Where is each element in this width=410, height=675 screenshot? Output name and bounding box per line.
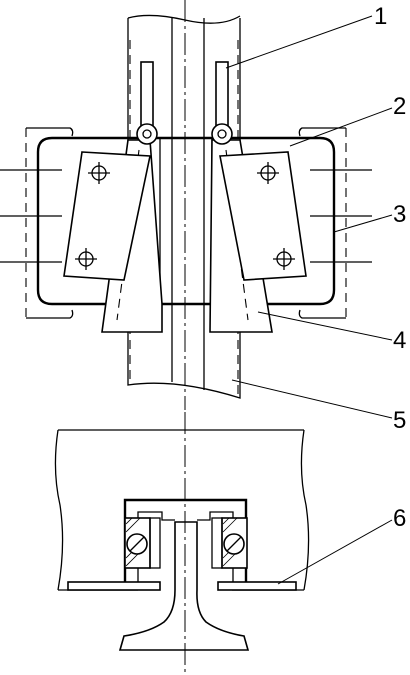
label-5: 5 bbox=[393, 407, 406, 434]
pull-rods bbox=[136, 61, 233, 145]
frame-brackets bbox=[0, 127, 372, 319]
label-3: 3 bbox=[393, 201, 406, 228]
leader-lines bbox=[225, 15, 393, 585]
label-4: 4 bbox=[393, 327, 406, 354]
part-labels: 1 2 3 4 5 6 bbox=[374, 3, 406, 532]
label-6: 6 bbox=[393, 505, 406, 532]
shoe-pads bbox=[63, 151, 307, 281]
label-2: 2 bbox=[393, 93, 406, 120]
section-view bbox=[54, 429, 310, 651]
label-1: 1 bbox=[374, 3, 387, 30]
